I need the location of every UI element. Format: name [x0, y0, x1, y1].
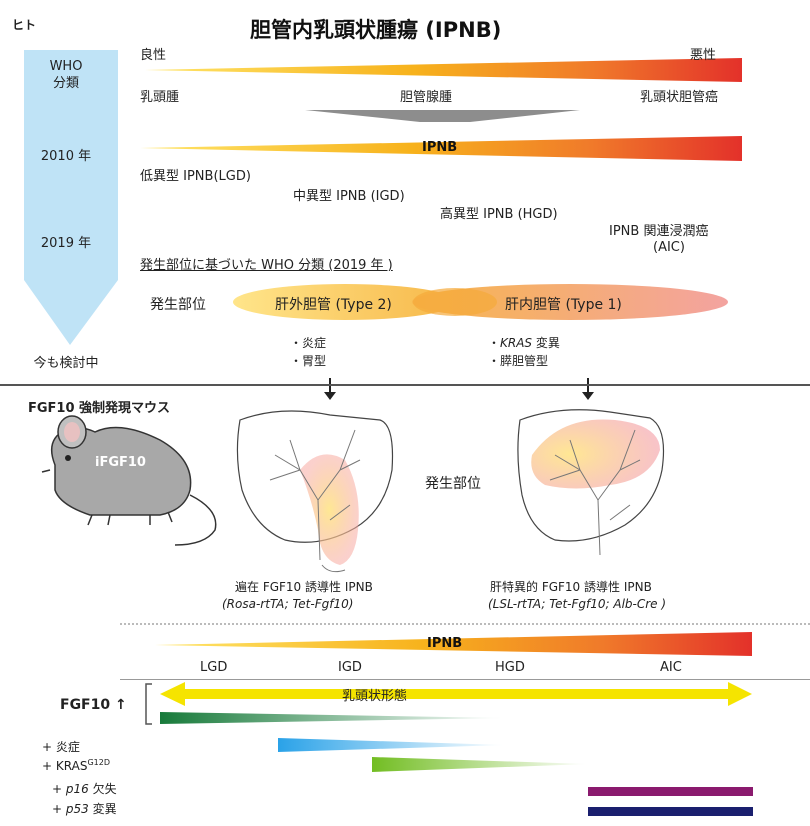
inflammation-wedge — [278, 738, 505, 752]
type1-feature-kras: ・KRAS 変異 — [488, 336, 560, 350]
up-arrow-icon: ↑ — [114, 697, 127, 713]
progression-grade-igd: IGD — [338, 660, 362, 675]
grade-separator-line — [120, 679, 810, 680]
right-liver-caption: 肝特異的 FGF10 誘導性 IPNB — [490, 580, 652, 594]
grade-lgd: 低異型 IPNB(LGD) — [140, 169, 251, 184]
fgf10-wedge — [160, 712, 505, 724]
mouse-illustration — [41, 415, 217, 546]
left-liver-caption: 遍在 FGF10 誘導性 IPNB — [235, 580, 373, 594]
ipnb-progression-wedge — [155, 632, 752, 656]
type1-feature-pancreatobiliary: ・膵胆管型 — [488, 354, 549, 368]
progression-grade-lgd: LGD — [200, 660, 228, 675]
type2-ellipse — [233, 284, 457, 320]
mouse-label: iFGF10 — [95, 455, 146, 470]
papillary-double-arrow — [160, 682, 752, 706]
grade-hgd: 高異型 IPNB (HGD) — [440, 207, 558, 222]
section-divider — [0, 384, 810, 386]
species-label: ヒト — [12, 18, 37, 32]
benign-malignant-wedge — [145, 58, 742, 82]
still-reviewing-label: 今も検討中 — [33, 356, 99, 371]
factor-p53: + p53 変異 — [52, 802, 117, 816]
benign-label: 良性 — [140, 48, 167, 63]
who-2019-heading: 発生部位に基づいた WHO 分類 (2019 年 ) — [140, 258, 393, 273]
left-liver-genotype: (Rosa-rtTA; Tet-Fgf10) — [222, 597, 354, 611]
progression-grade-aic: AIC — [660, 660, 682, 675]
ipnb-2010-wedge — [140, 136, 742, 161]
year-2010-label: 2010 年 — [40, 149, 92, 164]
fgf10-label: FGF10 ↑ — [60, 697, 127, 713]
left-liver-illustration — [236, 410, 394, 573]
type2-label: 肝外胆管 (Type 2) — [275, 297, 392, 313]
type2-feature-inflammation: ・炎症 — [290, 336, 327, 350]
grade-aic: IPNB 関連浸潤癌 — [609, 224, 709, 239]
who-classification-label: WHO 分類 — [49, 59, 83, 91]
arrow-to-left-liver — [324, 378, 336, 400]
papillary-label: 乳頭状形態 — [342, 689, 408, 704]
lesion-papillary-carcinoma: 乳頭状胆管癌 — [640, 90, 719, 105]
type2-feature-gastric: ・胃型 — [290, 354, 327, 368]
arrow-to-right-liver — [582, 378, 594, 400]
ipnb-progression-label: IPNB — [427, 636, 463, 651]
site-label-mouse: 発生部位 — [425, 476, 481, 492]
factor-p16: + p16 欠失 — [52, 782, 117, 796]
p16-bar — [588, 787, 753, 796]
factor-inflammation: + 炎症 — [42, 740, 80, 754]
type1-ellipse — [412, 284, 728, 320]
progression-grade-hgd: HGD — [495, 660, 525, 675]
lesion-papilloma: 乳頭腫 — [140, 90, 180, 105]
malignant-label: 悪性 — [690, 48, 717, 63]
type1-label: 肝内胆管 (Type 1) — [505, 297, 622, 313]
mouse-section-heading: FGF10 強制発現マウス — [28, 401, 171, 416]
right-liver-illustration — [517, 409, 665, 556]
site-label-top: 発生部位 — [150, 297, 206, 313]
right-liver-genotype: (LSL-rtTA; Tet-Fgf10; Alb-Cre ) — [488, 597, 667, 611]
year-2019-label: 2019 年 — [40, 236, 92, 251]
grade-igd: 中異型 IPNB (IGD) — [293, 189, 405, 204]
kras-wedge — [372, 757, 588, 772]
page-title: 胆管内乳頭状腫瘍 (IPNB) — [250, 18, 502, 42]
grade-aic-abbrev: (AIC) — [653, 240, 685, 255]
p53-bar — [588, 807, 753, 816]
who-timeline-arrow — [24, 50, 118, 345]
factor-kras: + KRASG12D — [42, 758, 110, 773]
dotted-divider — [120, 623, 810, 625]
gray-funnel-arrow — [305, 110, 580, 122]
lesion-adenoma: 胆管腺腫 — [400, 90, 453, 105]
ipnb-2010-label: IPNB — [422, 140, 458, 155]
